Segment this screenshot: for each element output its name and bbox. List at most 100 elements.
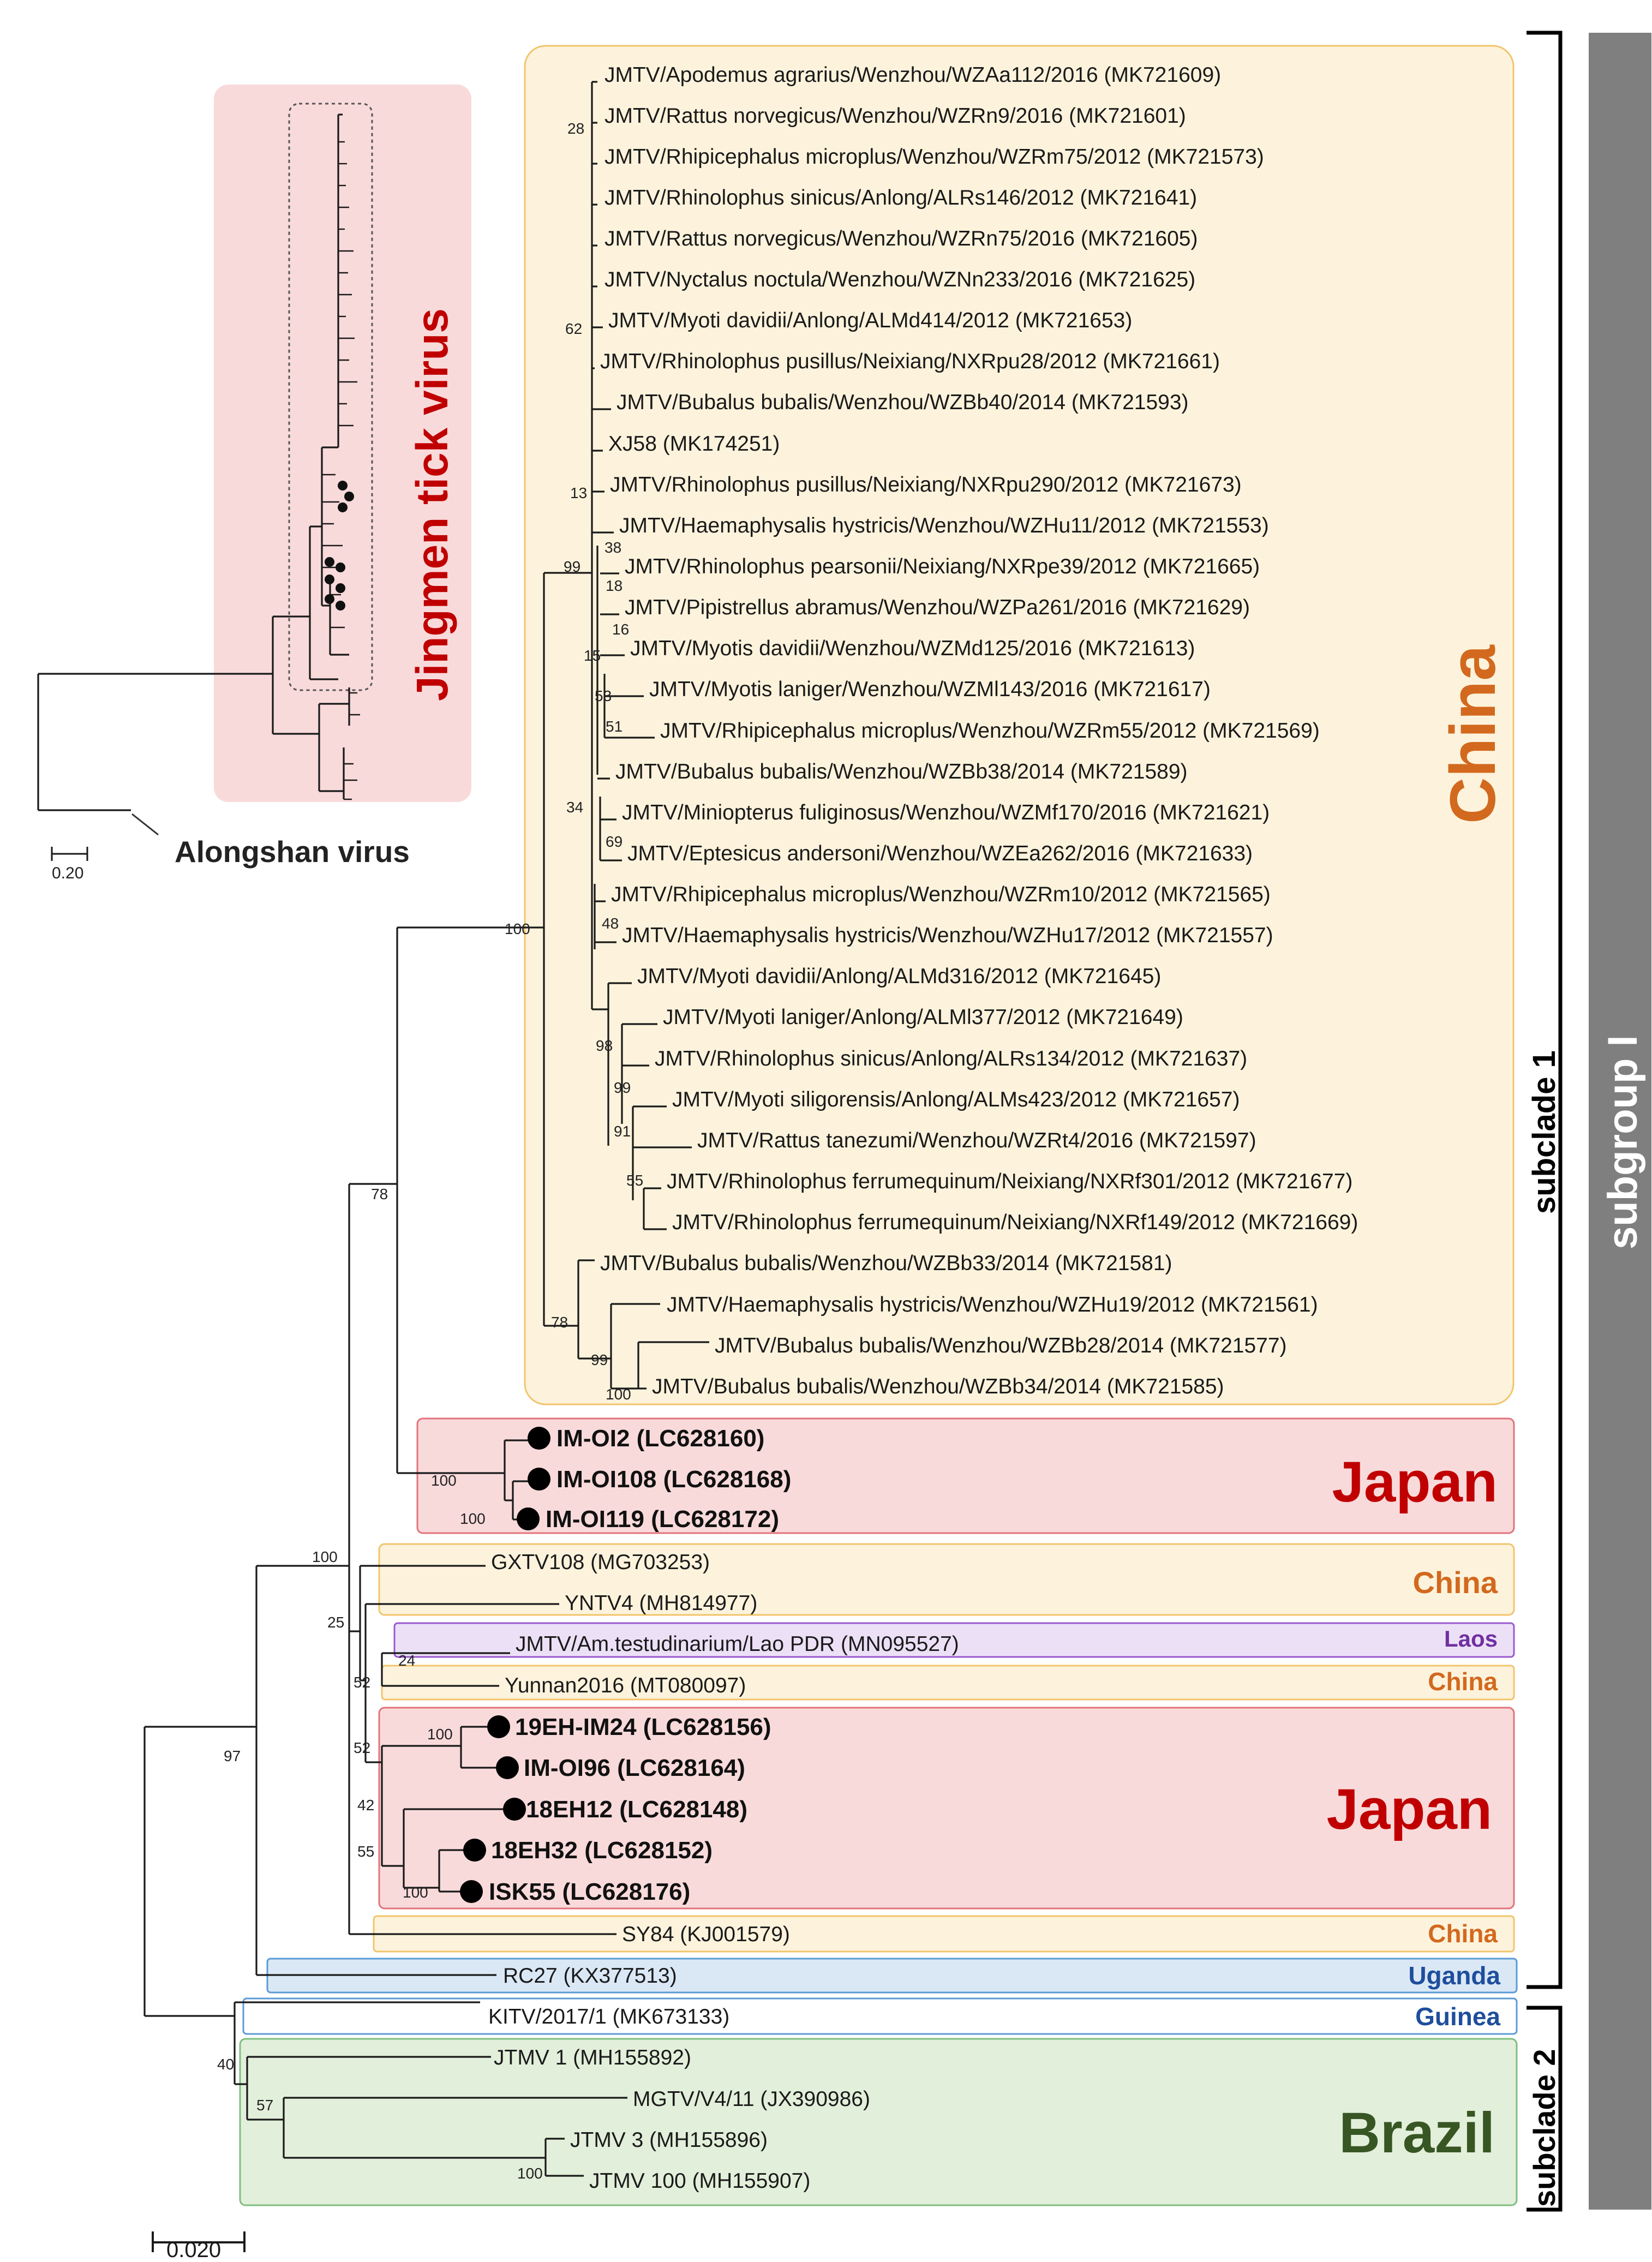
region-label-brazil: Brazil bbox=[1339, 2101, 1495, 2165]
bootstrap-value: 100 bbox=[403, 1884, 428, 1901]
tip-label: JMTV/Am.testudinarium/Lao PDR (MN095527) bbox=[516, 1632, 959, 1656]
region-box-laos bbox=[393, 1622, 1515, 1658]
japan-strain-markers bbox=[460, 1427, 550, 1903]
tip-label: JMTV/Nyctalus noctula/Wenzhou/WZNn233/20… bbox=[604, 268, 1195, 291]
tip-label: 18EH32 (LC628152) bbox=[491, 1837, 713, 1864]
inset-outgroup-label: Alongshan virus bbox=[175, 835, 410, 869]
strain-marker-dot bbox=[517, 1507, 540, 1530]
bootstrap-value: 100 bbox=[517, 2165, 543, 2182]
tip-label: JMTV/Bubalus bubalis/Wenzhou/WZBb38/2014… bbox=[615, 760, 1188, 783]
tip-label: YNTV4 (MH814977) bbox=[565, 1591, 757, 1615]
strain-marker-dot bbox=[460, 1880, 483, 1903]
subgroup-bar bbox=[1589, 33, 1651, 2210]
region-label-china-2: China bbox=[1412, 1565, 1498, 1600]
tip-label: XJ58 (MK174251) bbox=[608, 432, 780, 456]
bootstrap-value: 34 bbox=[566, 799, 583, 816]
region-box-japan-2 bbox=[378, 1707, 1515, 1910]
bootstrap-value: 91 bbox=[614, 1123, 631, 1140]
inset-virus-label: Jingmen tick virus bbox=[408, 308, 457, 701]
tip-label: JMTV/Haemaphysalis hystricis/Wenzhou/WZH… bbox=[622, 924, 1273, 947]
tip-labels: JMTV/Apodemus agrarius/Wenzhou/WZAa112/2… bbox=[488, 63, 1358, 2193]
region-label-uganda: Uganda bbox=[1408, 1961, 1500, 1990]
region-label-japan-2: Japan bbox=[1327, 1778, 1492, 1841]
tip-label: JMTV/Rhinolophus sinicus/Anlong/ALRs134/… bbox=[655, 1047, 1247, 1070]
main-tree-branches bbox=[143, 81, 709, 2177]
bootstrap-value: 100 bbox=[431, 1472, 457, 1489]
region-label-china-4: China bbox=[1428, 1919, 1498, 1948]
bootstrap-value: 15 bbox=[584, 647, 601, 664]
inset-leaf-ticks bbox=[322, 141, 360, 800]
bootstrap-value: 78 bbox=[551, 1314, 568, 1331]
tip-label: JMTV/Bubalus bubalis/Wenzhou/WZBb33/2014… bbox=[600, 1252, 1172, 1275]
inset-tree-branches bbox=[37, 113, 350, 811]
strain-marker-dot bbox=[487, 1715, 510, 1738]
tip-label: JMTV/Rhipicephalus microplus/Wenzhou/WZR… bbox=[604, 145, 1264, 169]
tip-label: JMTV/Myotis laniger/Wenzhou/WZMl143/2016… bbox=[649, 678, 1211, 701]
bootstrap-value: 53 bbox=[595, 687, 612, 704]
region-labels: China Japan China Laos China Japan China… bbox=[1327, 644, 1509, 2165]
tip-label: JMTV/Rhinolophus pearsonii/Neixiang/NXRp… bbox=[625, 555, 1260, 578]
bootstrap-value: 24 bbox=[398, 1652, 415, 1669]
strain-marker-dot bbox=[528, 1427, 550, 1450]
strain-marker-dot bbox=[528, 1468, 550, 1491]
bootstrap-value: 48 bbox=[602, 915, 619, 932]
inset-outgroup-pointer bbox=[131, 813, 159, 836]
bootstrap-value: 51 bbox=[606, 718, 623, 735]
region-box-china-2 bbox=[378, 1543, 1515, 1616]
region-label-guinea: Guinea bbox=[1415, 2002, 1500, 2031]
tip-label: JMTV/Myoti laniger/Anlong/ALMl377/2012 (… bbox=[663, 1006, 1183, 1029]
tip-label: JMTV/Myotis davidii/Wenzhou/WZMd125/2016… bbox=[630, 637, 1195, 660]
tip-label: JTMV 1 (MH155892) bbox=[494, 2046, 691, 2069]
region-label-laos: Laos bbox=[1444, 1626, 1498, 1651]
bootstrap-value: 100 bbox=[460, 1510, 486, 1527]
tip-label: JMTV/Haemaphysalis hystricis/Wenzhou/WZH… bbox=[667, 1293, 1318, 1316]
tip-label: IM-OI108 (LC628168) bbox=[556, 1466, 791, 1493]
tip-label: IM-OI119 (LC628172) bbox=[546, 1506, 779, 1533]
tip-label: JMTV/Haemaphysalis hystricis/Wenzhou/WZH… bbox=[619, 514, 1269, 537]
bootstrap-value: 42 bbox=[357, 1797, 374, 1814]
scale-bar-label: 0.020 bbox=[166, 2238, 221, 2262]
tip-label: JMTV/Rhinolophus pusillus/Neixiang/NXRpu… bbox=[610, 473, 1242, 496]
bootstrap-value: 52 bbox=[354, 1674, 370, 1691]
tip-label: JMTV/Myoti davidii/Anlong/ALMd316/2012 (… bbox=[637, 965, 1161, 988]
region-box-guinea bbox=[242, 1997, 1518, 2035]
bootstrap-value: 52 bbox=[354, 1739, 370, 1756]
tip-label: JMTV/Rhinolophus pusillus/Neixiang/NXRpu… bbox=[600, 350, 1220, 373]
inset-overview-tree: Jingmen tick virus Alongshan virus 0.20 bbox=[37, 85, 471, 882]
subgroup-label: subgroup I bbox=[1600, 1035, 1646, 1249]
bootstrap-value: 99 bbox=[614, 1079, 631, 1096]
bootstrap-value: 28 bbox=[567, 120, 584, 137]
tip-label: 18EH12 (LC628148) bbox=[526, 1796, 747, 1823]
bootstrap-value: 38 bbox=[604, 539, 621, 556]
region-label-china-main: China bbox=[1437, 644, 1509, 824]
bootstrap-value: 78 bbox=[371, 1186, 388, 1202]
tip-label: JMTV/Bubalus bubalis/Wenzhou/WZBb34/2014… bbox=[652, 1375, 1224, 1398]
tip-label: MGTV/V4/11 (JX390986) bbox=[633, 2087, 870, 2111]
tip-label: JMTV/Pipistrellus abramus/Wenzhou/WZPa26… bbox=[625, 596, 1250, 619]
tip-label: JMTV/Rattus norvegicus/Wenzhou/WZRn9/201… bbox=[604, 104, 1186, 128]
subclade-2-bracket bbox=[1527, 2006, 1563, 2212]
scale-bar bbox=[152, 2231, 246, 2252]
bootstrap-value: 40 bbox=[217, 2056, 234, 2073]
bootstrap-value: 57 bbox=[256, 2097, 273, 2114]
bootstrap-value: 55 bbox=[626, 1172, 643, 1189]
tip-label: JMTV/Myoti davidii/Anlong/ALMd414/2012 (… bbox=[608, 309, 1132, 332]
tip-label: JMTV/Rattus norvegicus/Wenzhou/WZRn75/20… bbox=[604, 227, 1198, 250]
bootstrap-value: 99 bbox=[564, 558, 580, 575]
tip-label: JMTV/Rhinolophus ferrumequinum/Neixiang/… bbox=[672, 1211, 1358, 1234]
tip-label: JMTV/Eptesicus andersoni/Wenzhou/WZEa262… bbox=[627, 842, 1253, 865]
bootstrap-value: 100 bbox=[606, 1386, 631, 1403]
tip-label: JMTV/Apodemus agrarius/Wenzhou/WZAa112/2… bbox=[604, 63, 1221, 87]
tip-label: JMTV/Miniopterus fuliginosus/Wenzhou/WZM… bbox=[622, 801, 1270, 824]
inset-dotted-frame bbox=[288, 103, 373, 691]
bootstrap-values: 28 62 13 99 38 18 16 15 53 51 34 69 48 1… bbox=[217, 120, 643, 2182]
tip-label: JMTV/Rhinolophus ferrumequinum/Neixiang/… bbox=[667, 1170, 1352, 1193]
tip-label: IM-OI2 (LC628160) bbox=[556, 1425, 764, 1452]
region-label-china-3: China bbox=[1428, 1667, 1498, 1696]
inset-scale-bar bbox=[51, 847, 88, 861]
bootstrap-value: 98 bbox=[596, 1037, 613, 1054]
tip-label: SY84 (KJ001579) bbox=[622, 1923, 790, 1946]
bootstrap-value: 69 bbox=[606, 833, 623, 850]
bootstrap-value: 97 bbox=[224, 1748, 241, 1764]
